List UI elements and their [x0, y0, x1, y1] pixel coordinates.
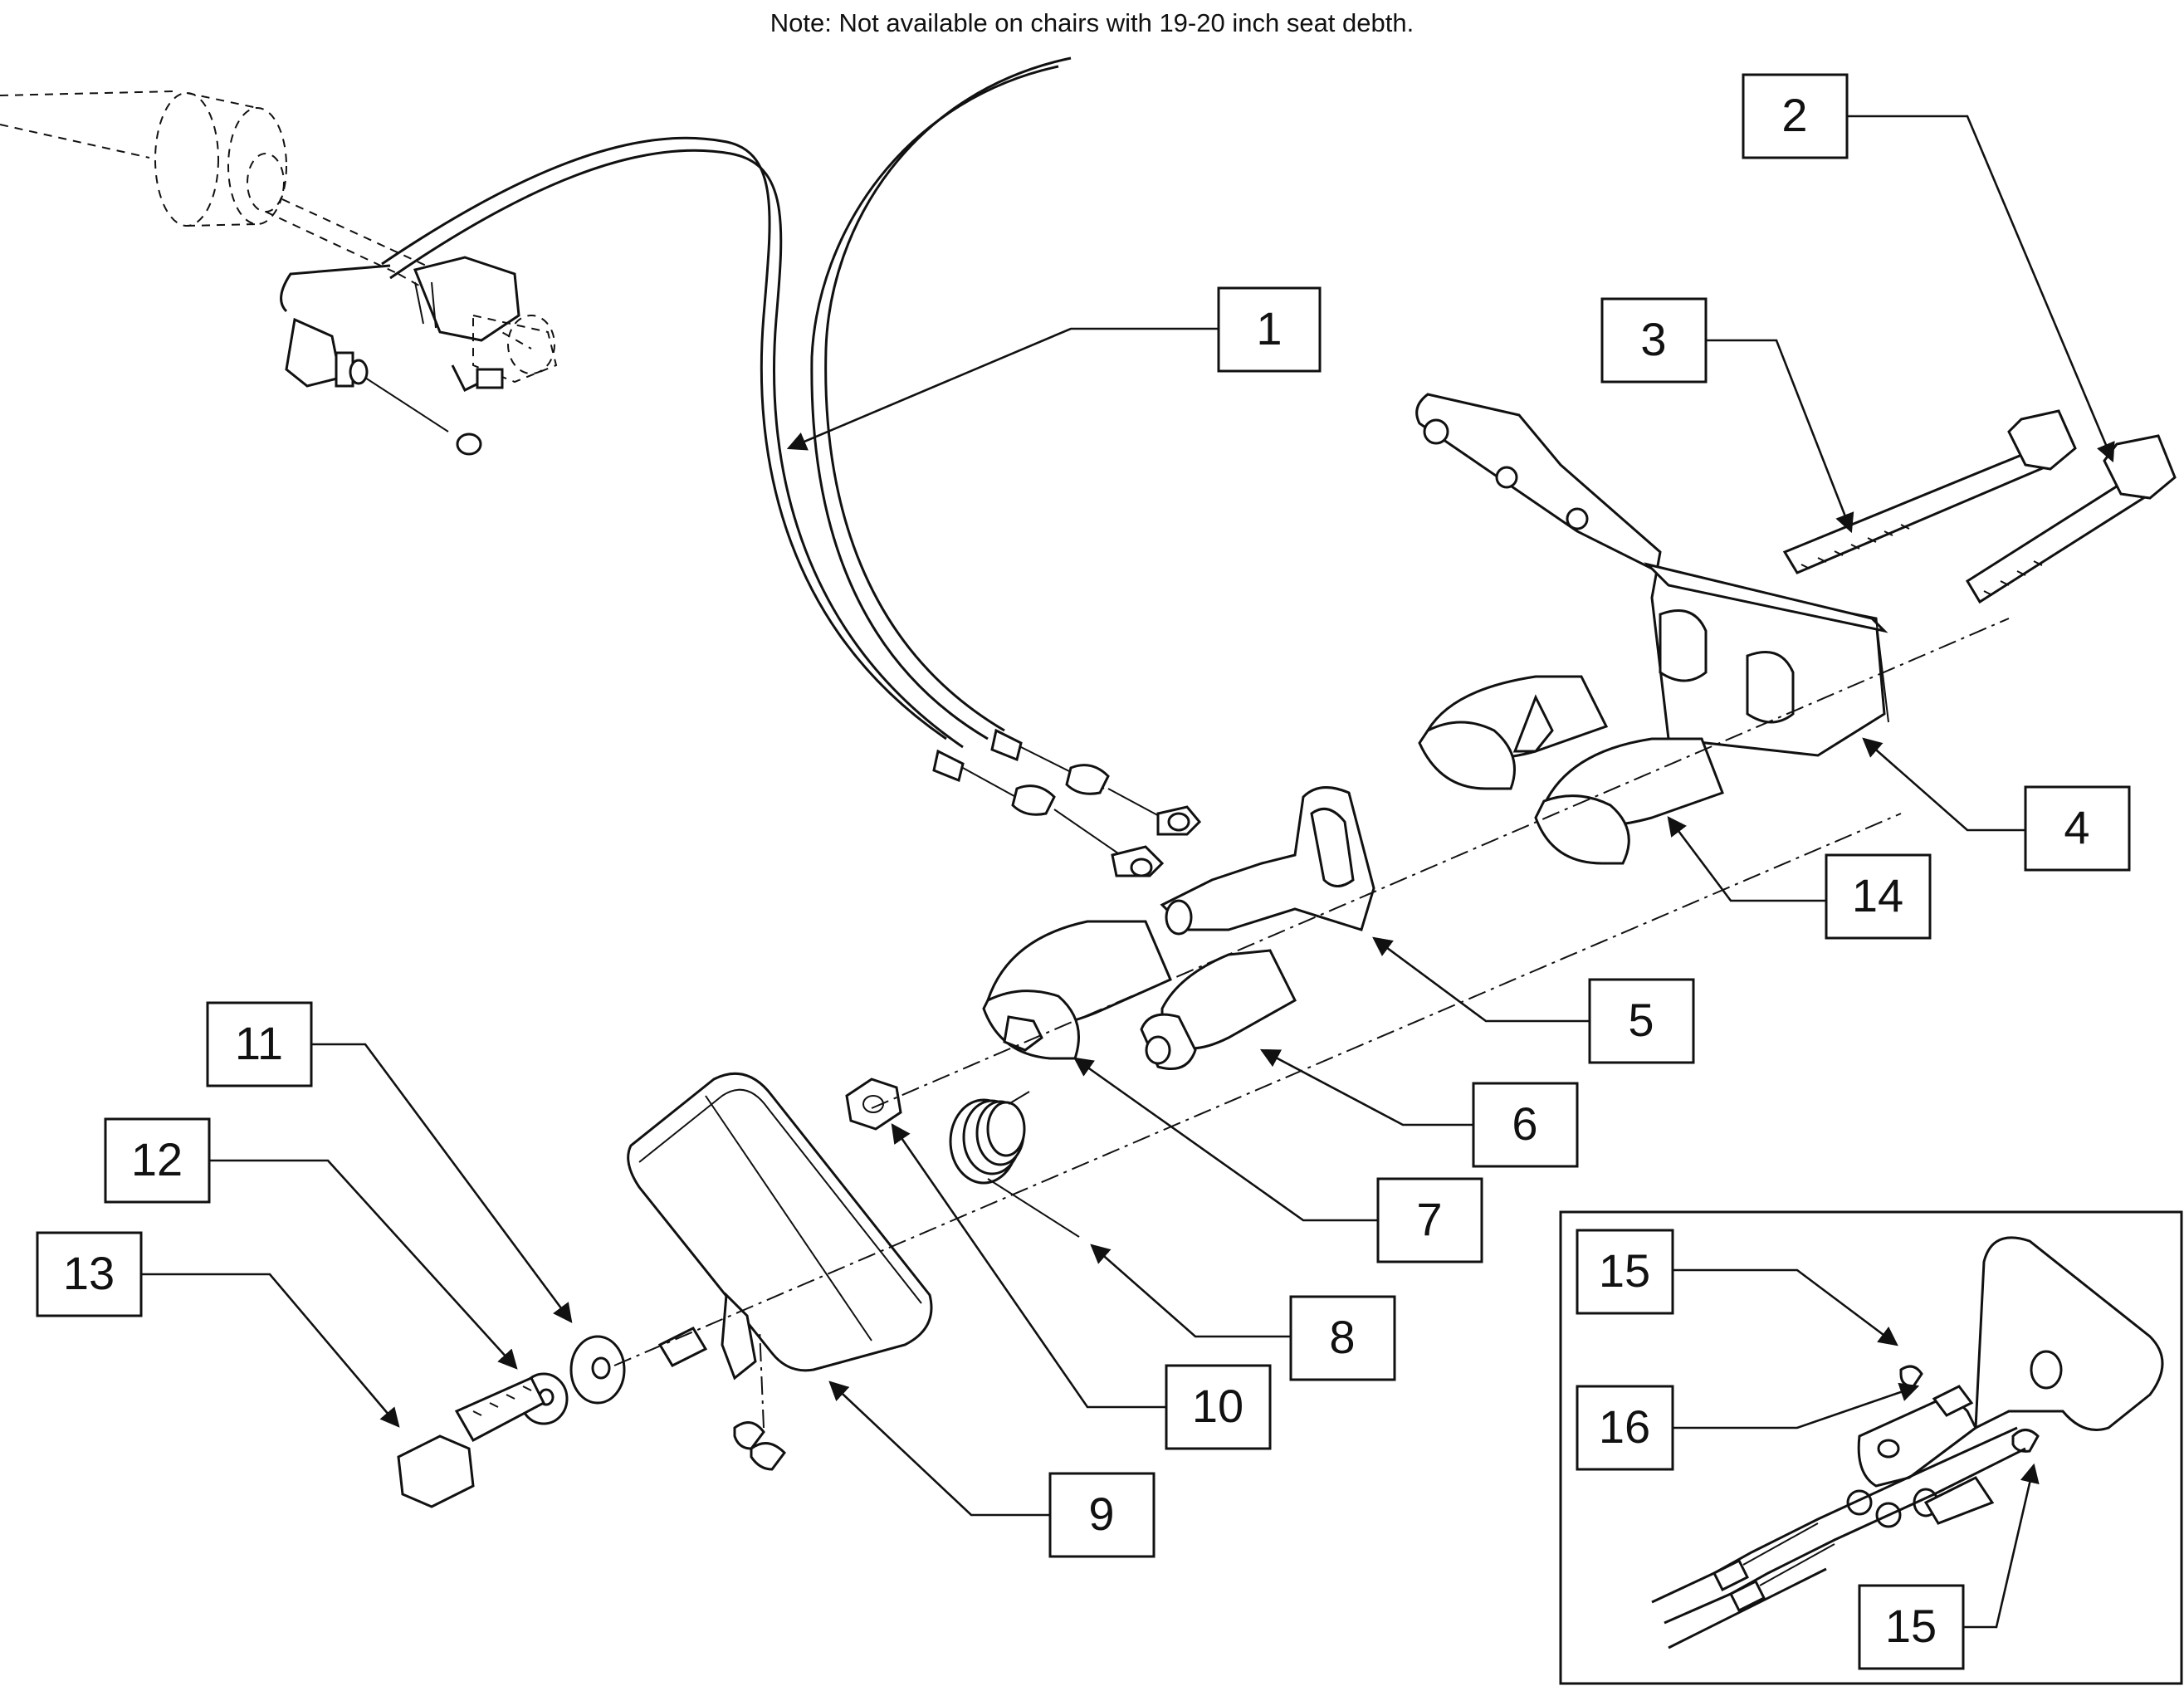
footplate — [627, 1072, 933, 1381]
callout-9: 9 — [1048, 1472, 1156, 1558]
svg-text:5: 5 — [1628, 994, 1654, 1046]
cable-clamp-assembly — [413, 256, 558, 393]
mounting-bracket — [1415, 393, 1889, 757]
bolts — [1782, 409, 2177, 604]
callout-10: 10 — [1165, 1364, 1272, 1450]
torsion-spring — [949, 1091, 1080, 1238]
svg-text:1: 1 — [1256, 302, 1282, 354]
callout-13: 13 — [36, 1231, 143, 1317]
inset-callout-15-bottom: 15 — [1858, 1584, 1965, 1670]
svg-text:13: 13 — [63, 1247, 115, 1299]
spacers — [1418, 675, 1724, 865]
callout-5: 5 — [1588, 978, 1695, 1064]
svg-text:3: 3 — [1640, 313, 1666, 365]
bushing-7 — [982, 920, 1172, 1060]
nut — [845, 1078, 902, 1131]
svg-text:12: 12 — [131, 1133, 183, 1185]
callout-3: 3 — [1600, 297, 1708, 384]
washer-11 — [569, 1335, 626, 1405]
svg-text:2: 2 — [1781, 89, 1807, 141]
leader-lines — [141, 115, 2115, 1517]
callout-12: 12 — [104, 1117, 211, 1204]
callout-7: 7 — [1376, 1177, 1483, 1263]
pedal-arm — [1160, 786, 1375, 936]
svg-text:9: 9 — [1088, 1488, 1114, 1540]
pin-and-clips — [657, 1327, 786, 1471]
inset-callout-15-top: 15 — [1576, 1229, 1674, 1315]
bushing-6 — [1140, 949, 1297, 1070]
svg-text:15: 15 — [1599, 1244, 1650, 1297]
callout-2: 2 — [1742, 73, 1849, 159]
brake-cables — [381, 56, 1202, 877]
svg-text:14: 14 — [1852, 869, 1903, 921]
svg-text:16: 16 — [1599, 1400, 1650, 1453]
callout-1: 1 — [1217, 286, 1322, 373]
svg-text:6: 6 — [1512, 1097, 1537, 1150]
svg-text:15: 15 — [1885, 1600, 1937, 1652]
svg-text:4: 4 — [2064, 801, 2089, 853]
callout-4: 4 — [2024, 785, 2131, 872]
svg-text:7: 7 — [1416, 1193, 1442, 1245]
callout-11: 11 — [206, 1001, 313, 1087]
callout-14: 14 — [1825, 853, 1932, 940]
hex-bolt-13 — [397, 1376, 545, 1508]
inset-detail — [1559, 1210, 2183, 1685]
callout-6: 6 — [1472, 1082, 1579, 1168]
inset-callout-16: 16 — [1576, 1385, 1674, 1471]
svg-text:11: 11 — [235, 1017, 283, 1069]
callout-8: 8 — [1289, 1295, 1396, 1381]
cable-end-fitting — [280, 264, 482, 456]
assembly-centerlines — [613, 618, 2010, 1429]
svg-text:10: 10 — [1192, 1380, 1243, 1432]
svg-text:8: 8 — [1329, 1311, 1355, 1363]
diagram-note: Note: Not available on chairs with 19-20… — [770, 8, 1414, 37]
